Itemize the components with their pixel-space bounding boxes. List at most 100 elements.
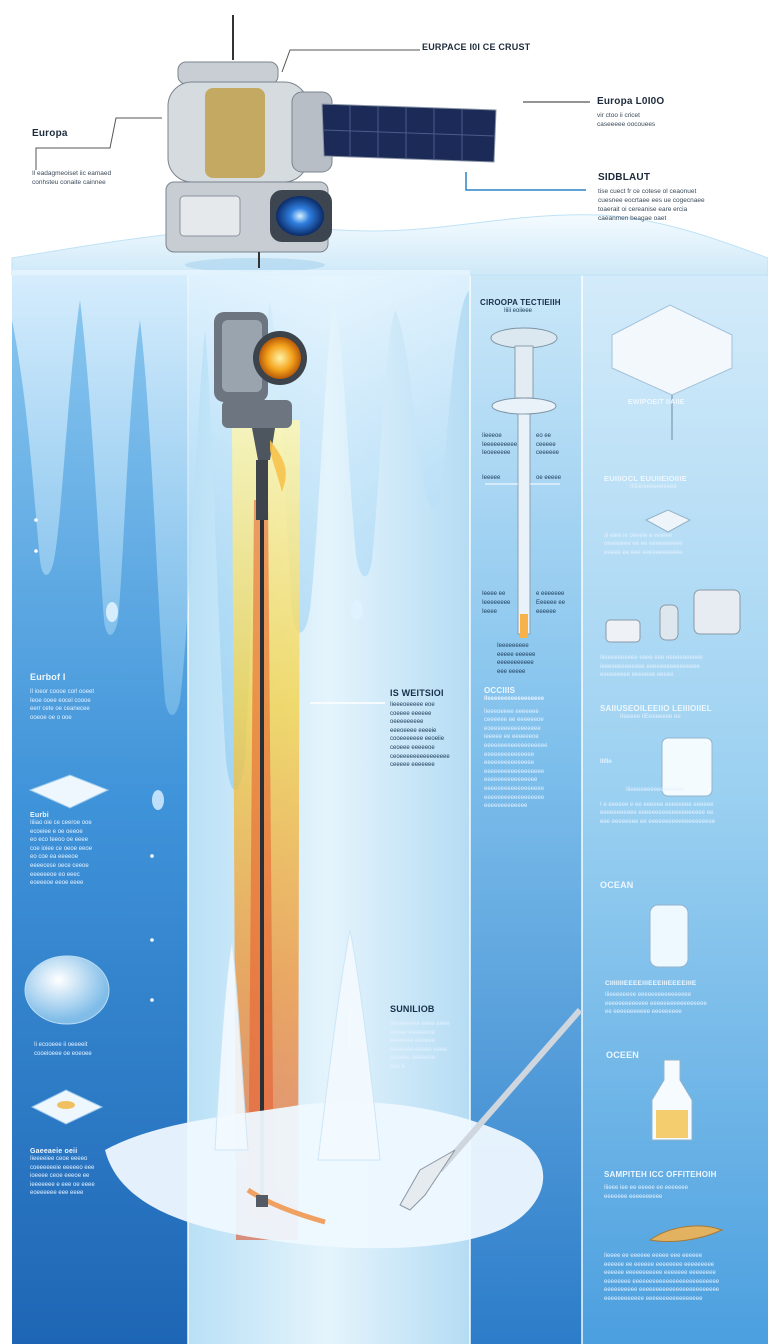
drill-label-left-2: Ieeeeeeeeee bbox=[482, 441, 518, 448]
drill-label-left-6: Ieeeeeeee bbox=[482, 599, 511, 606]
sidebar-callout-line-4: caeanmen beagae oaet bbox=[598, 215, 667, 222]
left-section-2-line-2: ecoeiee e oe oeeoe bbox=[30, 828, 83, 835]
left-section-1: Eurbof I Il ioeor coooe corl ooeet Ieoe … bbox=[30, 672, 94, 722]
left-section-4-line-2: coeeeeeeie eeeeeo eee bbox=[30, 1164, 95, 1171]
sample-callout-line-2: eeeee eeeeeeoe bbox=[390, 1029, 436, 1036]
middle-bottom-note-4: eee eeeee bbox=[497, 668, 526, 675]
left-section-3-line-1: Ii ecooeee ii oeeeeit bbox=[34, 1042, 88, 1048]
left-section-2-line-7: eeeeeeoe eo eeec bbox=[30, 871, 80, 878]
middle-bottom-note-3: eeeeeeeeeee bbox=[497, 660, 534, 667]
drill-label-right-5: e eeeeeee bbox=[536, 591, 565, 598]
right-s4-line-1: Iiieeeeeeeeeeeeeeee bbox=[626, 787, 684, 794]
middle-bottom-note: Ieeeeeeeee eeeee eeeeee eeeeeeeeeee eee … bbox=[497, 642, 535, 676]
drill-label-right-6: Eeeeee ee bbox=[536, 599, 566, 606]
europa-right-callout: Europa L0I0O vir ctoo ii cricet caseeeee… bbox=[597, 96, 664, 129]
right-s4-line-2: I e eeeeee e ee eeeeee eeeeeeee eeeeee bbox=[600, 801, 714, 808]
middle-section-line-10: eeeeeeeeeeeeeeeeee bbox=[484, 785, 545, 792]
right-s1-title: EWIPOEIT IIAIIE bbox=[628, 399, 685, 406]
right-s9-line-3: eeeeee eeeeeeeeeee eeeeeee eeeeeeee bbox=[604, 1270, 716, 1277]
left-section-3: Ii ecooeee ii oeeeeit cooeioeee oe eoeoe… bbox=[34, 1041, 92, 1058]
middle-section-line-7: eeeeeeeeeeeeeee bbox=[484, 760, 535, 767]
left-section-1-line-2: Ieoe ooee eocel coooe bbox=[30, 697, 91, 704]
drill-labels-left: Iieeeoe Ieeeeeeeeee Ieoeeeeee Ieeeee Iee… bbox=[482, 432, 517, 616]
probe-callout-line-7: ceoeeeeeeeeeeeeeee bbox=[390, 753, 450, 760]
left-section-4-line-5: eoeeeeee eee eeee bbox=[30, 1190, 84, 1197]
left-section-2-line-1: Iiiiao oie ce ceeroe ooe bbox=[30, 820, 92, 826]
right-s1: EWIPOEIT IIAIIE bbox=[628, 399, 685, 406]
right-s9-line-2: eeeeee ee eeeeee eeeeeeee eeeeeeeee bbox=[604, 1261, 715, 1268]
drill-label-right-3: ceeeeee bbox=[536, 450, 560, 457]
middle-section: OCCIIIS IIeeeeeeeeeeeeeeeee Iieeeoeeee e… bbox=[484, 686, 547, 811]
probe-callout-line-3: oeeeeeeeee bbox=[390, 719, 424, 726]
left-section-2-title: Eurbi bbox=[30, 812, 49, 819]
right-s3-line-3: eeeeeeeee eeeeeee eeeee bbox=[600, 672, 674, 679]
right-s2-line-1: Iii eiee ie oeeeie e eeieee bbox=[604, 532, 673, 539]
drill-label-left-7: Ieeee bbox=[482, 608, 498, 615]
drill-label-left-4: Ieeeee bbox=[482, 474, 501, 481]
middle-section-line-4: ieeeee ee eeeeeeoe bbox=[484, 734, 539, 741]
sidebar-callout-line-1: tise cuect fr ce cotese ol ceaonuet bbox=[598, 188, 697, 195]
right-s5: OCEAN bbox=[600, 880, 634, 890]
left-section-1-title: Eurbof I bbox=[30, 672, 66, 682]
left-section-2: Eurbi Iiiiao oie ce ceeroe ooe ecoeiee e… bbox=[30, 812, 92, 888]
drill-label-right-1: eo ee bbox=[536, 433, 552, 439]
right-s3: Iiieeeeeeeeee eeee eee eeeeeeeeeee ieeee… bbox=[600, 654, 703, 680]
left-section-1-line-1: Il ioeor coooe corl ooeet bbox=[30, 689, 95, 695]
right-s9-line-1: Iieeee ee eeeeee eeeee eee eeeeee bbox=[604, 1253, 703, 1259]
right-s2: EUIIIOCL EUUIIEIOIIIE IIiiiiioeeeeeeeeee… bbox=[604, 474, 687, 557]
probe-callout-line-6: ceoeee eeeeeoe bbox=[390, 744, 435, 751]
right-s8-title: SAMPITEH ICC OFFITEHOIH bbox=[604, 1170, 717, 1179]
middle-section-line-2: ceeeeee ee eeeeeeoe bbox=[484, 717, 544, 724]
left-section-4-line-4: ieeeeeee e eee oe eeee bbox=[30, 1181, 95, 1188]
right-s6-title: CIIIIIIIEEEEIIIEEEIIIEEEEIIIE bbox=[605, 980, 697, 987]
middle-section-subtitle: IIeeeeeeeeeeeeeeeee bbox=[484, 696, 545, 702]
drill-label-right-7: eeeeee bbox=[536, 608, 557, 615]
drill-label-left-5: Ieeee ee bbox=[482, 591, 506, 598]
left-section-2-line-3: eo eco teeoo oe eeee bbox=[30, 837, 89, 844]
sample-callout-line-1: Iieeeeeeee eeee eeee bbox=[390, 1021, 450, 1027]
right-s9-line-5: eeeeeeeeee eeeeeeeeeeeeeeeeeeeeeeee bbox=[604, 1287, 720, 1294]
middle-section-line-8: eeeeeeeeeeeeeeeeee bbox=[484, 768, 545, 775]
sample-callout-line-4: eeeeeee eeeee eeee bbox=[390, 1046, 447, 1053]
right-s8-line-1: Iiieee iee ee eeeee ee eeeeeee bbox=[604, 1185, 689, 1191]
left-section-2-line-8: eoeeeoe eeoe eeee bbox=[30, 880, 84, 887]
right-s4: SAIIUSEOILEEIIO LEIIIOIIEL IIeeeee IIEee… bbox=[600, 704, 715, 827]
middle-section-line-12: eeeeeeeeeeeee bbox=[484, 803, 528, 810]
right-s8: SAMPITEH ICC OFFITEHOIH Iiieee iee ee ee… bbox=[604, 1170, 717, 1201]
sample-callout: SUNILIOB Iieeeeeeee eeee eeee eeeee eeee… bbox=[390, 1004, 450, 1072]
sample-callout-line-3: eeeeeee eeeeee bbox=[390, 1038, 436, 1045]
right-s4-subtitle: IIeeeee IIEeeeeeee ee bbox=[620, 714, 681, 720]
right-s9-line-4: eeeeeeee eeeeeeeeeeeeeeeeeeeeeeeeee bbox=[604, 1278, 720, 1285]
right-s5-title: OCEAN bbox=[600, 880, 634, 890]
sidebar-callout-line-3: toaerait oi cereanise eare ercia bbox=[598, 206, 688, 213]
middle-header-subtitle: Iiiii eoiieee bbox=[504, 308, 533, 314]
sidebar-callout-line-2: cuesnee eocrtaee ees ue cogecnaee bbox=[598, 197, 705, 204]
left-section-4-title: Gaeeaeie oeii bbox=[30, 1148, 78, 1155]
right-s2-subtitle: IIiiiiioeeeeeeeeee bbox=[630, 484, 677, 490]
right-s9-line-6: eeeeeeeeeeee eeeeeeeeeeeeeeeee bbox=[604, 1295, 703, 1302]
sidebar-callout-title: SIDBLAUT bbox=[598, 172, 651, 183]
probe-callout-line-4: eeeoeeee eeeeie bbox=[390, 727, 437, 734]
probe-callout-line-2: coeeee eeeeee bbox=[390, 710, 432, 717]
sidebar-callout: SIDBLAUT tise cuect fr ce cotese ol ceao… bbox=[598, 172, 705, 223]
middle-section-line-3: eoeeeeeeeeeeeeeee bbox=[484, 725, 541, 732]
right-s8-line-2: eeeeeee eeeeeeeeee bbox=[604, 1193, 663, 1200]
left-section-2-line-5: eo coe ea eeeeoe bbox=[30, 854, 79, 861]
middle-header-title: CIROOPA TECTIEIIH bbox=[480, 298, 561, 307]
probe-callout-line-1: Iieeeoeeeee eoe bbox=[390, 702, 435, 708]
probe-callout: IS WEITSIOI Iieeeoeeeee eoe coeeee eeeee… bbox=[390, 688, 450, 770]
middle-bottom-note-2: eeeee eeeeee bbox=[497, 651, 536, 658]
right-s7: OCEEN bbox=[606, 1050, 639, 1060]
left-section-3-line-2: cooeioeee oe eoeoee bbox=[34, 1050, 92, 1057]
middle-section-line-11: eeeeeeeeeeeeeeeeee bbox=[484, 794, 545, 801]
europa-left-line-2: conhsteu conaite cainnee bbox=[32, 179, 106, 186]
drill-label-right-4: oe eeeee bbox=[536, 474, 562, 481]
right-s4-line-4: eee eeeeeeee ee eeeeeeeeeeeeeeeeeeee bbox=[600, 818, 716, 825]
left-section-1-line-4: ooeoe oe o ooe bbox=[30, 714, 72, 721]
right-s3-line-1: Iiieeeeeeeeee eeee eee eeeeeeeeeee bbox=[600, 655, 703, 661]
middle-section-line-1: Iieeeoeeee eeeeeee bbox=[484, 708, 539, 715]
middle-section-line-9: eeeeeeeeeeeeeeee bbox=[484, 777, 538, 784]
right-s4-tag: IIIIIe bbox=[600, 758, 612, 765]
europa-left-callout: Europa Il eadagmeoiset iic eamaed conhst… bbox=[32, 128, 111, 187]
drill-labels-right: eo ee ceeeee ceeeeee oe eeeee e eeeeeee … bbox=[536, 432, 565, 616]
